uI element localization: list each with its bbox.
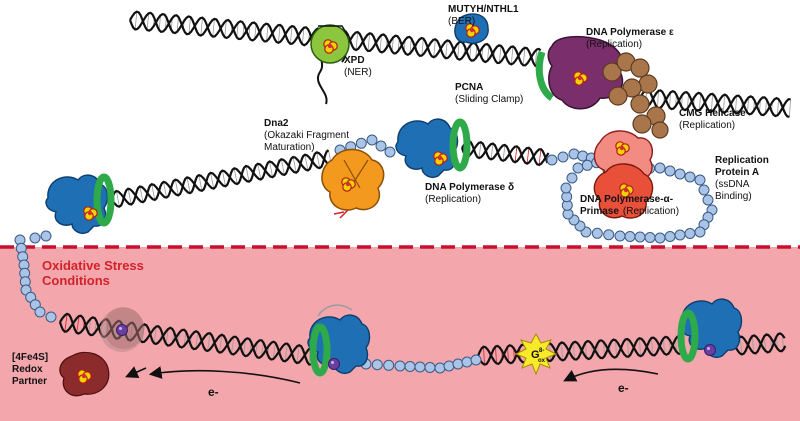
stress-line-2: Conditions bbox=[42, 273, 110, 288]
mutyh-label: MUTYH/NTHL1 (BER) bbox=[448, 4, 519, 28]
xpd-name: XPD bbox=[344, 55, 365, 66]
redox-partner-label: [4Fe4S] Redox Partner bbox=[12, 352, 48, 388]
polymerase-alpha-primase bbox=[593, 163, 654, 219]
ssdna-left-top bbox=[29, 230, 52, 244]
pol-epsilon-role: (Replication) bbox=[586, 39, 643, 50]
polymerase-delta bbox=[395, 118, 467, 178]
ssdna-lower bbox=[360, 354, 482, 374]
polymerase-lower-middle bbox=[307, 314, 371, 373]
cmg-name: CMG Helicase bbox=[679, 108, 746, 119]
electron-label-left: e- bbox=[208, 385, 219, 399]
cmg-label: CMG Helicase (Replication) bbox=[679, 108, 746, 132]
redox-partner bbox=[59, 351, 110, 397]
dna-helix-lower-right bbox=[733, 332, 787, 356]
polymerase-epsilon bbox=[535, 35, 624, 110]
polymerase-left bbox=[45, 175, 111, 234]
pcna-label: PCNA (Sliding Clamp) bbox=[455, 82, 523, 106]
mutyh-protein bbox=[454, 13, 489, 44]
oxidized-base-subscript: ox bbox=[538, 358, 546, 364]
xpd-role: (NER) bbox=[344, 67, 372, 78]
pol-epsilon-name: DNA Polymerase ε bbox=[586, 27, 674, 38]
ssdna-rpa-loop bbox=[560, 157, 718, 244]
pol-alpha-name-1: DNA Polymerase-α- bbox=[580, 194, 674, 205]
rpa-role-1: (ssDNA bbox=[715, 179, 750, 190]
xpd-label: XPD (NER) bbox=[344, 55, 372, 79]
cmg-role: (Replication) bbox=[679, 120, 736, 131]
mutyh-role: (BER) bbox=[448, 16, 476, 27]
pol-alpha-name-2: Primase bbox=[580, 206, 619, 217]
dna2-protein bbox=[321, 148, 385, 219]
pol-delta-name: DNA Polymerase δ bbox=[425, 182, 515, 193]
oxidized-guanine-star: G 8- ox bbox=[514, 332, 558, 376]
motion-arrow bbox=[317, 304, 353, 317]
dna2-name: Dna2 bbox=[264, 118, 289, 129]
dna-helices bbox=[58, 10, 791, 366]
pcna-role: (Sliding Clamp) bbox=[455, 94, 524, 105]
rpa-name-2: Protein A bbox=[715, 167, 760, 178]
oxidized-base-superscript: 8- bbox=[539, 348, 544, 354]
ssdna-strands bbox=[14, 134, 718, 374]
dna2-role-2: Maturation) bbox=[264, 142, 315, 153]
xpd-protein bbox=[310, 24, 350, 105]
dna-helix-middle-right bbox=[460, 139, 550, 167]
pol-delta-label: DNA Polymerase δ (Replication) bbox=[425, 182, 514, 206]
redox-line-1: [4Fe4S] bbox=[12, 352, 49, 363]
dna-helix-middle-left bbox=[110, 149, 332, 208]
dna-helix-lower-middle bbox=[476, 335, 681, 366]
rpa-role-2: Binding) bbox=[715, 191, 752, 202]
pol-alpha-role: (Replication) bbox=[622, 206, 680, 217]
oxidized-base-label: G bbox=[531, 349, 540, 361]
pcna-name: PCNA bbox=[455, 82, 484, 93]
electron-arrow-left bbox=[148, 366, 301, 384]
mutyh-name: MUTYH/NTHL1 bbox=[448, 4, 519, 15]
cmg-helicase bbox=[602, 52, 669, 139]
electron-label-right: e- bbox=[618, 381, 629, 395]
electron-arrow-right bbox=[563, 368, 659, 382]
redox-line-2: Redox bbox=[12, 364, 43, 375]
dna2-role-1: (Okazaki Fragment bbox=[264, 130, 350, 141]
pol-alpha-label: DNA Polymerase-α- Primase (Replication) bbox=[580, 194, 679, 218]
pol-delta-role: (Replication) bbox=[425, 194, 482, 205]
dna2-label: Dna2 (Okazaki Fragment Maturation) bbox=[264, 118, 349, 154]
rpa-label: Replication Protein A (ssDNA Binding) bbox=[715, 155, 769, 203]
rpa-name-1: Replication bbox=[715, 155, 769, 166]
oxidative-stress-label: Oxidative Stress Conditions bbox=[42, 258, 144, 288]
ssdna-left bbox=[14, 234, 57, 323]
redox-line-3: Partner bbox=[12, 376, 48, 387]
stress-line-1: Oxidative Stress bbox=[42, 258, 144, 273]
pol-epsilon-label: DNA Polymerase ε (Replication) bbox=[586, 27, 674, 51]
electron-arrow-short bbox=[125, 366, 147, 378]
